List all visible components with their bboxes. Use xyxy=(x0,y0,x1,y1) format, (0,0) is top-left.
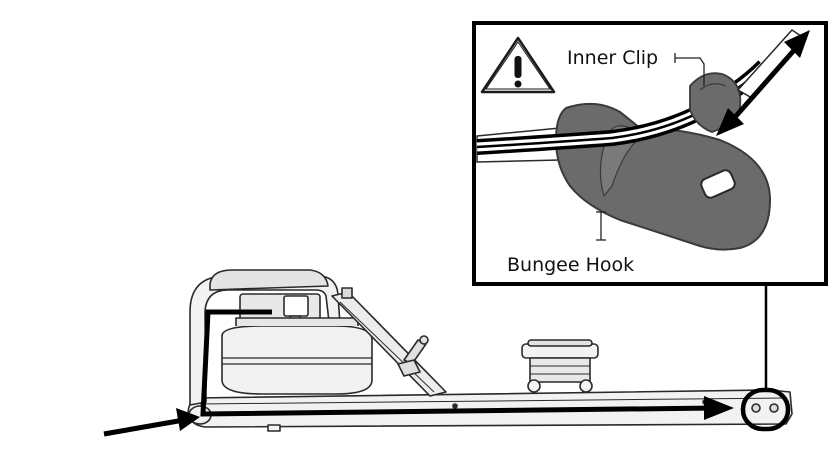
hook-slot xyxy=(700,169,736,199)
rear-bolt-2 xyxy=(769,403,779,413)
warning-triangle-icon xyxy=(480,36,556,94)
inner-clip-label: Inner Clip xyxy=(567,47,658,69)
monorail-clamp xyxy=(341,287,353,299)
bungee-cord-line xyxy=(200,309,717,417)
rear-bolt-1 xyxy=(751,403,761,413)
bungee-route xyxy=(103,309,717,437)
monorail-inner xyxy=(339,301,435,393)
rear-arrow-head xyxy=(704,396,734,420)
monitor-box xyxy=(283,295,309,317)
inner-clip-leader xyxy=(675,57,705,86)
inner-clip-edge xyxy=(699,83,727,91)
tension-arrow-head-down xyxy=(716,108,744,136)
tank-lid xyxy=(235,317,359,326)
tension-arrow-shaft xyxy=(734,46,798,118)
rail-bolt-1 xyxy=(452,403,458,409)
inset-callout: Inner Clip Bungee Hook xyxy=(472,21,828,286)
tension-arrow-head-up xyxy=(784,30,810,58)
foot-stretcher-knob xyxy=(419,335,429,345)
frame-top-cap xyxy=(209,269,329,291)
water-tank xyxy=(221,325,373,395)
rail-top-edge xyxy=(199,397,786,405)
incoming-arrow-head xyxy=(176,408,200,431)
seat-wheel-left xyxy=(527,379,541,393)
rail-foot xyxy=(267,424,281,432)
rowing-machine xyxy=(187,269,793,432)
bungee-hook-label: Bungee Hook xyxy=(507,254,634,276)
seat-carriage xyxy=(529,357,591,383)
incoming-arrow-shaft xyxy=(103,417,185,437)
seat-wheel-right xyxy=(579,379,593,393)
foot-plate xyxy=(397,359,421,377)
seat-pad xyxy=(527,339,593,347)
